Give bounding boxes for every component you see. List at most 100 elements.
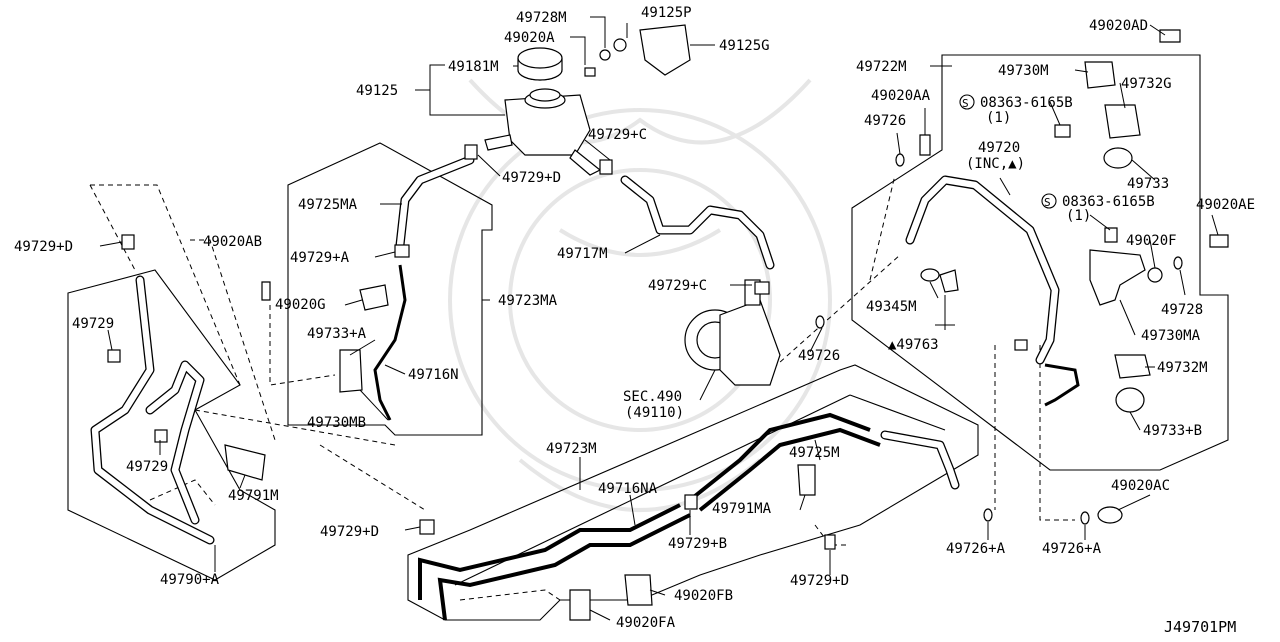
s-symbol-icon-2 (1041, 193, 1057, 209)
label-sec490: SEC.490 (623, 389, 682, 405)
bolt-49020aa (919, 134, 931, 156)
label-08363-2-qty: (1) (1066, 208, 1091, 224)
label-49020g: 49020G (275, 297, 326, 313)
s-symbol-text-2: S (1044, 196, 1051, 209)
fitting-49020ac (1097, 506, 1123, 524)
label-49020aa: 49020AA (871, 88, 931, 104)
label-08363-1: 08363-6165B (980, 95, 1073, 111)
label-49790a: 49790+A (160, 572, 220, 588)
label-49725ma: 49725MA (298, 197, 358, 213)
label-49125g: 49125G (719, 38, 770, 54)
label-49729d-top: 49729+D (502, 170, 561, 186)
label-49125p: 49125P (641, 5, 692, 21)
label-49729d-low: 49729+D (320, 524, 379, 540)
diagram-ref-code: J49701PM (1164, 618, 1236, 636)
bolt-08363-1 (1054, 124, 1071, 138)
part-labels: 49728M 49125P 49020A 49125G 49181M 49125… (14, 5, 1255, 636)
clamp-icon (464, 144, 478, 160)
label-49729c-mid: 49729+C (648, 278, 707, 294)
label-49181m: 49181M (448, 59, 499, 75)
label-49728m: 49728M (516, 10, 567, 26)
label-49733b: 49733+B (1143, 423, 1202, 439)
valve-49763 (939, 269, 959, 293)
label-sec490-sub: (49110) (625, 405, 684, 421)
label-49726-mid: 49726 (798, 348, 840, 364)
label-49729d-left: 49729+D (14, 239, 73, 255)
fitting-icon (1014, 339, 1028, 351)
label-49732m: 49732M (1157, 360, 1208, 376)
nut-icon (613, 38, 627, 52)
grommet-49733 (1103, 147, 1133, 169)
clip-49732m (1114, 354, 1151, 379)
label-49791m: 49791M (228, 488, 279, 504)
label-49733: 49733 (1127, 176, 1169, 192)
clip-49791ma (797, 464, 816, 496)
reservoir-cap (517, 47, 563, 81)
label-49791ma: 49791MA (712, 501, 772, 517)
nut-49020f (1147, 267, 1163, 283)
label-49729-left2: 49729 (126, 459, 168, 475)
label-49020ad: 49020AD (1089, 18, 1148, 34)
clip-49020fa (569, 589, 591, 621)
label-49733a: 49733+A (307, 326, 367, 342)
bolt-49020ab (261, 281, 271, 301)
label-49020ac: 49020AC (1111, 478, 1170, 494)
washer-icon (599, 49, 611, 61)
bracket-49730mb (339, 349, 363, 393)
label-08363-1-qty: (1) (986, 110, 1011, 126)
label-49725m: 49725M (789, 445, 840, 461)
label-49722m: 49722M (856, 59, 907, 75)
label-49728: 49728 (1161, 302, 1203, 318)
reference-lines (89, 174, 1075, 601)
clamp-icon (394, 244, 410, 258)
clip-49732g (1104, 104, 1141, 139)
clamp-icon (824, 534, 836, 550)
label-49723m: 49723M (546, 441, 597, 457)
washer-49726a-2 (1080, 511, 1090, 525)
label-49717m: 49717M (557, 246, 608, 262)
label-49020ab: 49020AB (203, 234, 262, 250)
grommet-49733b (1115, 387, 1145, 413)
label-49720: 49720 (978, 140, 1020, 156)
watermark-emblem (448, 78, 832, 512)
clamp-icon (121, 234, 135, 250)
parts (107, 24, 1229, 621)
hoses (90, 155, 1080, 621)
label-49723ma: 49723MA (498, 293, 558, 309)
power-steering-pump (684, 279, 781, 386)
label-49729c-top: 49729+C (588, 127, 647, 143)
label-49729b: 49729+B (668, 536, 727, 552)
washer-49728 (1173, 256, 1183, 270)
clamp-icon (154, 429, 168, 443)
label-49726a-2: 49726+A (1042, 541, 1102, 557)
bolt-49020ad (1159, 29, 1181, 43)
label-49125: 49125 (356, 83, 398, 99)
bracket-49125g (639, 24, 691, 76)
reservoir-tank (484, 88, 602, 176)
washer-49726a (983, 508, 993, 522)
s-symbol-icon (959, 94, 975, 110)
washer-49726-mid (815, 315, 825, 329)
bolt-49020ae (1209, 234, 1229, 248)
clamp-icon (754, 281, 770, 295)
leader-lines (99, 16, 1219, 621)
label-49726-right: 49726 (864, 113, 906, 129)
clamp-icon (107, 349, 121, 363)
bolt-08363-2 (1104, 227, 1118, 243)
label-49729a: 49729+A (290, 250, 350, 266)
label-49020ae: 49020AE (1196, 197, 1255, 213)
clip-49020fb (624, 574, 653, 606)
clip-49791m (224, 444, 266, 481)
label-49726a-1: 49726+A (946, 541, 1006, 557)
clamp-icon (684, 494, 698, 510)
label-49730m: 49730M (998, 63, 1049, 79)
label-49716na: 49716NA (598, 481, 658, 497)
label-49730ma: 49730MA (1141, 328, 1201, 344)
group-outlines (67, 54, 1229, 621)
bracket-49730ma (1089, 249, 1146, 306)
label-49020f: 49020F (1126, 233, 1177, 249)
label-08363-2: 08363-6165B (1062, 194, 1155, 210)
label-49729d-bot: 49729+D (790, 573, 849, 589)
